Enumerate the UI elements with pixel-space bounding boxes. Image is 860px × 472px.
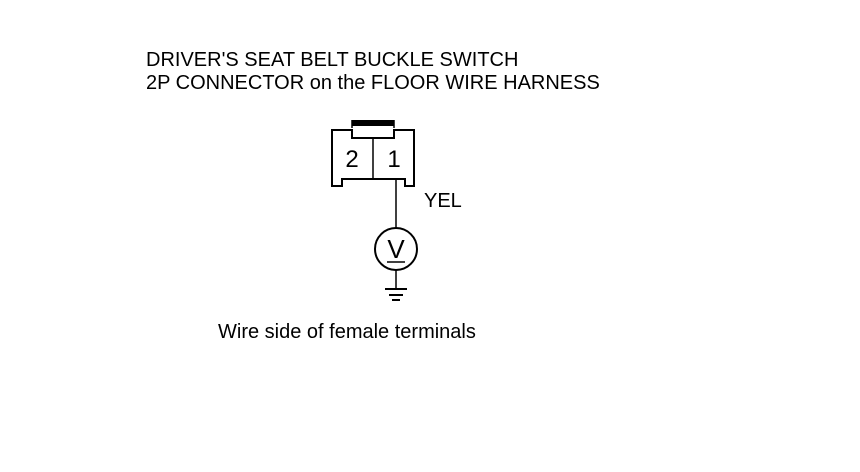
title-line-2: 2P CONNECTOR on the FLOOR WIRE HARNESS [146, 72, 600, 94]
voltmeter-symbol: V [387, 234, 405, 264]
wire-color-label: YEL [424, 190, 462, 212]
connector-lock-tab [351, 120, 395, 128]
terminal-2-label: 2 [345, 146, 358, 173]
terminal-1-label: 1 [387, 146, 400, 173]
ground-icon [385, 288, 407, 301]
diagram-caption: Wire side of female terminals [218, 321, 476, 343]
voltmeter-icon: V [374, 227, 418, 271]
title-line-1: DRIVER'S SEAT BELT BUCKLE SWITCH [146, 49, 519, 71]
